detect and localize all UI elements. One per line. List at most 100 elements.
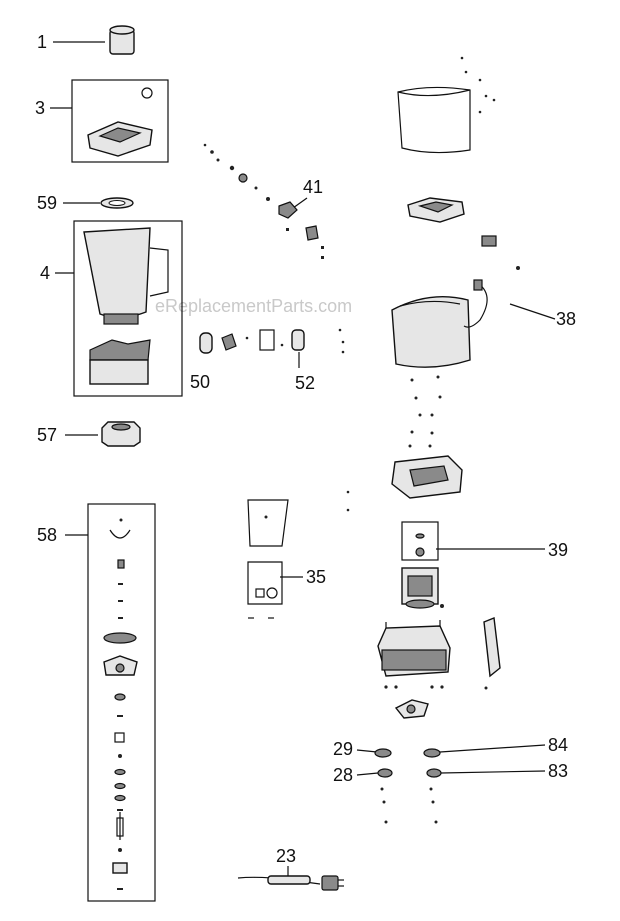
mount-interior [409,465,449,487]
panel-dot-1 [119,518,123,522]
lid-hole [98,127,142,143]
panel-piece-4 [118,600,123,602]
panel-piece-17 [118,848,122,852]
jar-collar [89,359,149,385]
screw-10 [428,444,432,448]
part-39-motor[interactable]: 39 [401,521,568,609]
panel-piece-19 [117,888,123,890]
jar-base [103,313,139,325]
part-29-foot[interactable]: 29 [333,739,392,759]
screw-9 [408,444,412,448]
part-83-foot-pad[interactable]: 83 [426,761,568,824]
part-57-coupler[interactable]: 57 [37,421,141,447]
knob-insert [221,333,237,351]
part-38-base-housing[interactable]: 38 [391,279,576,368]
screw-3 [414,396,418,400]
plate-dot-1 [516,266,520,270]
dial-dot-5 [341,350,345,354]
panel-piece-2 [117,559,125,569]
top-plate[interactable] [407,197,520,270]
part-50-knob[interactable]: 50 [190,332,237,392]
motor-windings [407,575,433,597]
trail-part-5 [238,173,248,183]
label-23: 23 [276,846,296,866]
part-41-switch[interactable]: 41 [278,177,324,259]
part-23-power-cord[interactable]: 23 [237,846,344,891]
foot-28-dot-1 [380,787,384,791]
leader-38 [509,303,556,320]
lower-panel-button [266,587,278,599]
label-50: 50 [190,372,210,392]
motor-mount[interactable] [346,455,463,512]
part-1-cap[interactable]: 1 [37,25,135,55]
part-58-small-parts-panel[interactable]: 58 [37,503,156,902]
screws-column [408,375,442,448]
label-39: 39 [548,540,568,560]
panel-piece-18 [112,862,128,874]
bottom-base[interactable] [377,620,451,689]
gasket-plate-hole [406,704,416,714]
side-panel-shape [483,617,501,678]
trail-dot-1 [203,143,207,147]
cord-plug [321,875,339,891]
jar-box [73,220,183,397]
label-3: 3 [35,98,45,118]
part-3-lid[interactable]: 3 [35,79,169,163]
screw-6 [430,413,434,417]
lid-knob [141,87,153,99]
label-84: 84 [548,735,568,755]
panel-piece-5 [118,617,123,619]
part-35-panels[interactable]: 35 [247,499,326,619]
cap-top [109,25,135,35]
part-52-dial[interactable]: 52 [245,328,345,393]
foot-28-dot-3 [384,820,388,824]
panel-piece-12 [114,768,126,776]
panel-piece-1 [109,529,131,539]
dial-plate [259,329,275,351]
label-59: 59 [37,193,57,213]
switch-bit-2 [305,225,319,241]
leader-84 [439,744,546,753]
sleeve-rim [397,89,471,97]
part-84-foot[interactable]: 84 [423,735,568,758]
label-38: 38 [556,309,576,329]
leader-28 [356,772,379,776]
part-59-gasket[interactable]: 59 [37,193,134,213]
base-foot-1 [384,685,388,689]
part-28-foot-pad[interactable]: 28 [333,765,393,824]
mount-dot-2 [346,508,350,512]
blade-assembly [89,339,151,361]
panel-piece-14 [114,794,126,802]
sleeve-dot-5 [492,98,496,102]
trail-dot-3 [216,158,220,162]
label-35: 35 [306,567,326,587]
foot-29-shape [374,748,392,758]
panel-piece-7-hub [115,663,125,673]
side-panel[interactable] [483,617,501,690]
jar-handle [149,247,169,297]
base-foot-3 [430,685,434,689]
panel-piece-8 [114,693,126,701]
panel-piece-3 [118,583,123,585]
sleeve-dot-1 [460,56,464,60]
housing-sleeve[interactable] [397,56,496,154]
base-gasket-plate[interactable] [394,699,429,719]
plate-hole [417,201,454,213]
foot-28-dot-2 [382,800,386,804]
base-foot-2 [394,685,398,689]
screw-5 [418,413,422,417]
motor-shaft-washer [415,533,425,539]
side-panel-dot [484,686,488,690]
jar-body [83,227,151,319]
motor-shaft-top [415,547,425,557]
sleeve-shape [397,86,471,154]
upper-panel-dot [264,515,268,519]
part-4-jar-assembly[interactable]: 4 [40,220,183,397]
dial-dot-2 [280,343,284,347]
foot-28-shape [377,768,393,778]
label-4: 4 [40,263,50,283]
motor-dot-1 [440,604,444,608]
switch-body [278,201,298,219]
leader-29 [356,749,378,753]
trail-dot-6 [254,186,258,190]
